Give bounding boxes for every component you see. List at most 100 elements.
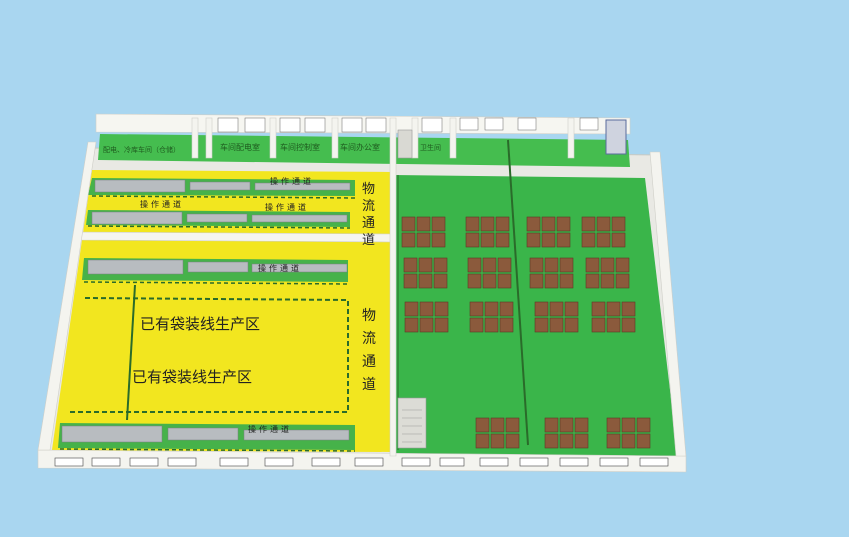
front-windows bbox=[54, 457, 669, 467]
pallet-box bbox=[404, 301, 419, 317]
pallet-box bbox=[480, 216, 495, 232]
op-aisle-label-3: 操作通道 bbox=[265, 202, 309, 212]
pallet-box bbox=[497, 273, 512, 289]
pallet-box bbox=[433, 257, 448, 273]
pallet-box bbox=[606, 433, 621, 449]
pallet-box bbox=[611, 232, 626, 248]
packaging-line-1 bbox=[94, 179, 351, 193]
pallet-stack-area bbox=[401, 216, 651, 449]
pallet-box bbox=[596, 216, 611, 232]
pallet-box bbox=[621, 417, 636, 433]
pallet-box bbox=[418, 257, 433, 273]
room-floor-strip bbox=[98, 134, 630, 167]
back-windows bbox=[217, 117, 599, 133]
op-aisle-label-2: 操作通道 bbox=[140, 199, 184, 209]
pallet-stack-icon bbox=[404, 301, 449, 333]
pallet-box bbox=[401, 216, 416, 232]
elevator-shaft bbox=[605, 119, 627, 155]
pallet-box bbox=[482, 273, 497, 289]
pallet-box bbox=[469, 317, 484, 333]
pallet-box bbox=[559, 417, 574, 433]
pallet-box bbox=[621, 433, 636, 449]
stairwell-back bbox=[397, 129, 413, 159]
pallet-box bbox=[621, 301, 636, 317]
logistics-aisle-char: 流 bbox=[362, 331, 376, 347]
pallet-box bbox=[581, 216, 596, 232]
pallet-stack-icon bbox=[526, 216, 571, 248]
pallet-box bbox=[403, 273, 418, 289]
pallet-box bbox=[465, 216, 480, 232]
pallet-box bbox=[505, 417, 520, 433]
pallet-box bbox=[490, 417, 505, 433]
pallet-box bbox=[556, 232, 571, 248]
pallet-box bbox=[636, 417, 651, 433]
logistics-aisle-char: 通 bbox=[362, 354, 376, 370]
pallet-box bbox=[475, 433, 490, 449]
pallet-box bbox=[490, 433, 505, 449]
pallet-box bbox=[529, 273, 544, 289]
pallet-box bbox=[541, 232, 556, 248]
pallet-box bbox=[611, 216, 626, 232]
pallet-box bbox=[480, 232, 495, 248]
pallet-box bbox=[497, 257, 512, 273]
logistics-aisle-char: 流 bbox=[362, 199, 375, 214]
op-aisle-label-5: 操作通道 bbox=[248, 424, 292, 434]
packaging-line-3 bbox=[87, 259, 348, 275]
pallet-box bbox=[600, 257, 615, 273]
pallet-box bbox=[600, 273, 615, 289]
pallet-box bbox=[581, 232, 596, 248]
pallet-box bbox=[534, 317, 549, 333]
room-label-office: 车间办公室 bbox=[340, 142, 380, 152]
pallet-box bbox=[401, 232, 416, 248]
pallet-box bbox=[559, 257, 574, 273]
pallet-box bbox=[418, 273, 433, 289]
pallet-stack-icon bbox=[606, 417, 651, 449]
pallet-box bbox=[559, 433, 574, 449]
pallet-box bbox=[574, 417, 589, 433]
pallet-box bbox=[433, 273, 448, 289]
pallet-stack-icon bbox=[534, 301, 579, 333]
pallet-box bbox=[526, 216, 541, 232]
room-label-cold-storage: 配电、冷库车间（仓储） bbox=[103, 145, 180, 154]
pallet-box bbox=[419, 317, 434, 333]
pallet-box bbox=[475, 417, 490, 433]
logistics-aisle-char: 道 bbox=[362, 233, 375, 248]
pallet-box bbox=[499, 317, 514, 333]
pallet-box bbox=[404, 317, 419, 333]
pallet-box bbox=[559, 273, 574, 289]
pallet-box bbox=[615, 257, 630, 273]
pallet-box bbox=[416, 232, 431, 248]
pallet-stack-icon bbox=[585, 257, 630, 289]
pallet-box bbox=[591, 317, 606, 333]
partition-wall bbox=[389, 117, 397, 457]
pallet-stack-icon bbox=[544, 417, 589, 449]
pallet-box bbox=[621, 317, 636, 333]
pallet-box bbox=[541, 216, 556, 232]
pallet-box bbox=[482, 257, 497, 273]
room-label-power: 车间配电室 bbox=[220, 142, 260, 152]
pallet-box bbox=[585, 257, 600, 273]
logistics-aisle-char: 物 bbox=[362, 308, 376, 324]
pallet-box bbox=[431, 232, 446, 248]
pallet-stack-icon bbox=[475, 417, 520, 449]
pallet-box bbox=[403, 257, 418, 273]
logistics-aisle-char: 通 bbox=[362, 216, 375, 231]
pallet-box bbox=[596, 232, 611, 248]
pallet-box bbox=[564, 317, 579, 333]
production-divider-wall bbox=[75, 231, 393, 243]
pallet-box bbox=[615, 273, 630, 289]
logistics-aisle-char: 道 bbox=[362, 377, 376, 393]
pallet-stack-icon bbox=[401, 216, 446, 248]
back-wall bbox=[95, 113, 631, 135]
pallet-box bbox=[434, 317, 449, 333]
pallet-box bbox=[606, 317, 621, 333]
op-aisle-label-1: 操作通道 bbox=[270, 176, 314, 186]
pallet-stack-icon bbox=[469, 301, 514, 333]
pallet-stack-icon bbox=[581, 216, 626, 248]
stair-steps bbox=[402, 409, 422, 443]
right-wall bbox=[649, 151, 687, 457]
left-wall bbox=[37, 141, 97, 451]
warehouse-aisle-line-1 bbox=[507, 139, 529, 446]
